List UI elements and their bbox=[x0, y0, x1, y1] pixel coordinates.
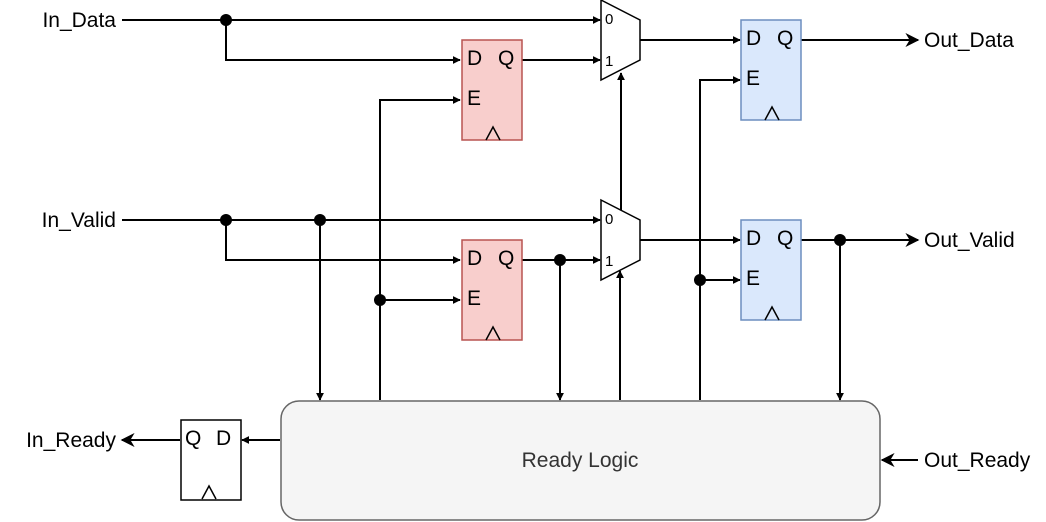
label-in-valid: In_Valid bbox=[42, 209, 116, 232]
mux-data: 0 1 bbox=[600, 0, 641, 82]
ff-pin-e: E bbox=[746, 267, 760, 290]
out-ff-valid: D Q E bbox=[740, 219, 802, 321]
ff-pin-d: D bbox=[216, 427, 231, 450]
ff-pin-q: Q bbox=[777, 227, 793, 250]
in-ready-ff: Q D bbox=[180, 419, 242, 501]
ff-pin-d: D bbox=[467, 247, 482, 270]
mux-valid: 0 1 bbox=[600, 198, 641, 282]
mux-pin-0: 0 bbox=[605, 211, 613, 228]
ready-logic-block: Ready Logic bbox=[280, 400, 881, 521]
junctions bbox=[220, 14, 846, 306]
ff-pin-q: Q bbox=[498, 47, 514, 70]
label-in-ready: In_Ready bbox=[26, 429, 116, 452]
ff-pin-q: Q bbox=[498, 247, 514, 270]
wire-skid-enable-data bbox=[379, 96, 461, 400]
ff-body bbox=[740, 219, 802, 321]
junction-dot bbox=[554, 254, 566, 266]
wire-in-data-to-skid-ff bbox=[225, 20, 461, 64]
junction-dot bbox=[694, 274, 706, 286]
ff-body bbox=[461, 239, 523, 341]
clock-icon bbox=[485, 325, 501, 341]
mux-body bbox=[600, 198, 641, 282]
ready-logic-body bbox=[280, 400, 881, 521]
clock-icon bbox=[485, 125, 501, 141]
clock-icon bbox=[764, 305, 780, 321]
ff-pin-q: Q bbox=[185, 427, 201, 450]
ff-pin-d: D bbox=[746, 227, 761, 250]
wire-out-enable-data bbox=[699, 76, 741, 400]
out-ff-data: D Q E bbox=[740, 19, 802, 121]
ff-pin-e: E bbox=[467, 87, 481, 110]
ready-logic-label: Ready Logic bbox=[522, 449, 639, 472]
ff-pin-e: E bbox=[746, 67, 760, 90]
clock-icon bbox=[764, 105, 780, 121]
junction-dot bbox=[834, 234, 846, 246]
label-out-valid: Out_Valid bbox=[924, 229, 1015, 252]
skid-ff-valid: D Q E bbox=[461, 239, 523, 341]
ff-pin-e: E bbox=[467, 287, 481, 310]
clock-icon bbox=[201, 484, 217, 500]
ff-pin-d: D bbox=[746, 27, 761, 50]
junction-dot bbox=[314, 214, 326, 226]
mux-pin-0: 0 bbox=[605, 11, 613, 28]
label-out-ready: Out_Ready bbox=[924, 449, 1031, 472]
signal-labels: In_Data In_Valid In_Ready Out_Data Out_V… bbox=[26, 9, 1031, 472]
ff-body bbox=[180, 419, 242, 501]
ff-pin-q: Q bbox=[777, 27, 793, 50]
junction-dot bbox=[374, 294, 386, 306]
wire-in-valid-to-skid-ff bbox=[225, 220, 461, 264]
label-out-data: Out_Data bbox=[924, 29, 1014, 52]
ff-body bbox=[461, 39, 523, 141]
junction-dot bbox=[220, 214, 232, 226]
junction-dot bbox=[220, 14, 232, 26]
label-in-data: In_Data bbox=[42, 9, 116, 32]
skid-ff-data: D Q E bbox=[461, 39, 523, 141]
ff-pin-d: D bbox=[467, 47, 482, 70]
mux-pin-1: 1 bbox=[605, 53, 613, 70]
mux-pin-1: 1 bbox=[605, 253, 613, 270]
ff-body bbox=[740, 19, 802, 121]
mux-body bbox=[600, 0, 641, 82]
